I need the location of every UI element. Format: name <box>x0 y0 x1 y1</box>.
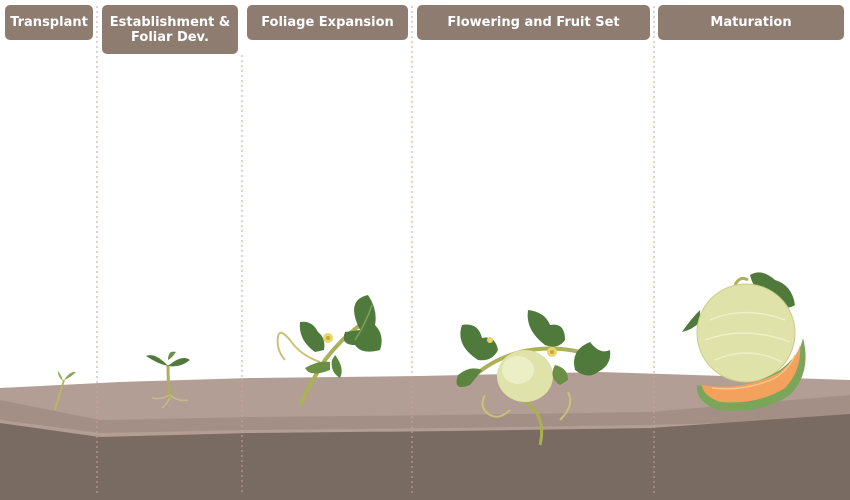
plant-foliage-expansion-icon <box>276 295 382 406</box>
plant-young-icon <box>146 351 190 409</box>
stage-dividers <box>96 6 655 495</box>
plant-flowering-fruit-icon <box>456 310 611 446</box>
plant-seedling-icon <box>54 371 76 411</box>
stage-label-transplant: Transplant <box>5 5 93 40</box>
stage-label-establishment: Establishment & Foliar Dev. <box>102 5 238 54</box>
soil-light-band <box>0 395 850 433</box>
stage-label-flowering-fruit-set: Flowering and Fruit Set <box>417 5 650 40</box>
stage-label-foliage-expansion: Foliage Expansion <box>247 5 408 40</box>
stage-label-maturation: Maturation <box>658 5 844 40</box>
plant-mature-melon-icon <box>682 272 806 411</box>
soil-bottom-layer <box>0 414 850 500</box>
